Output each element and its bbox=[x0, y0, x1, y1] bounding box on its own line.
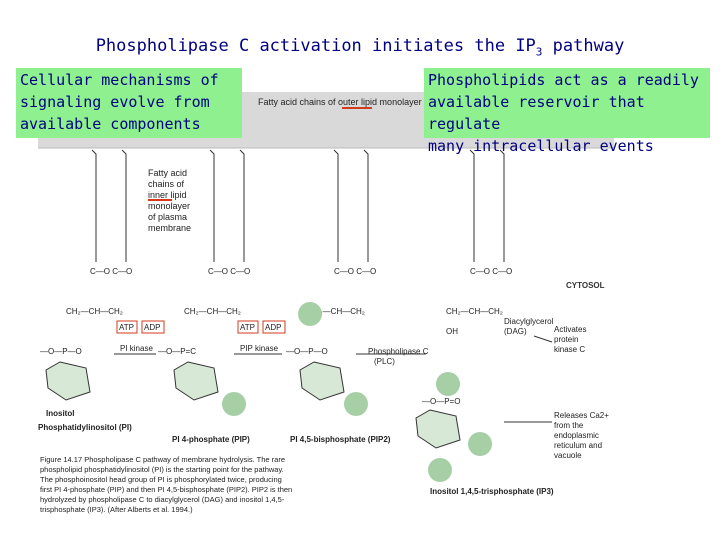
ip3-effect-label: reticulum and bbox=[554, 441, 602, 450]
atp-label: ATP bbox=[240, 323, 255, 332]
atp-label: ATP bbox=[119, 323, 134, 332]
callout-line: many intracellular events bbox=[428, 137, 654, 155]
caption-line: Figure 14.17 Phospholipase C pathway of … bbox=[40, 455, 285, 464]
backbone-text: C—O C—O bbox=[334, 267, 376, 276]
ip3-effect-label: vacuole bbox=[554, 451, 582, 460]
callout-line: available reservoir that regulate bbox=[428, 93, 645, 133]
inner-monolayer-label: Fatty acid chains of inner lipid monolay… bbox=[148, 168, 191, 233]
atp-box bbox=[237, 320, 259, 334]
inner-label-line: inner lipid bbox=[148, 190, 187, 200]
caption-line: The phosphoinositol head group of PI is … bbox=[40, 475, 282, 484]
inositol-ring bbox=[299, 361, 345, 401]
dag-effect-arrow bbox=[533, 335, 553, 343]
pip-kinase-label: PIP kinase bbox=[240, 344, 279, 353]
backbone-text: CH₂—CH—CH₂ bbox=[446, 307, 503, 316]
dag-effect-label: Activates bbox=[554, 325, 586, 334]
callout-line: Phospholipids act as a readily bbox=[428, 71, 699, 89]
phosphate-circle bbox=[222, 392, 246, 416]
plc-label: Phospholipase C bbox=[368, 347, 429, 356]
ip3-effect-label: endoplasmic bbox=[554, 431, 599, 440]
slide-title: Phospholipase C activation initiates the… bbox=[0, 36, 720, 58]
phosphate-circle bbox=[298, 302, 322, 326]
caption-line: hydrolyzed by phospholipase C to diacylg… bbox=[40, 495, 285, 504]
plc-label: (PLC) bbox=[374, 357, 395, 366]
caption-line: first PI 4-phosphate (PIP) and then PI 4… bbox=[40, 485, 292, 494]
phosphate-circle bbox=[436, 372, 460, 396]
phosphate-text: —O—P=C bbox=[158, 347, 196, 356]
backbone-text: CH₂—CH—CH₂ bbox=[308, 307, 365, 316]
dag-label: (DAG) bbox=[504, 327, 527, 336]
dag-effect-label: kinase C bbox=[554, 345, 585, 354]
glycerol-backbones: C—O C—O CH₂—CH—CH₂ C—O C—O CH₂—CH—CH₂ C—… bbox=[66, 267, 512, 336]
pathway-figure: Fatty acid chains of outer lipid monolay… bbox=[38, 92, 614, 524]
inositol-rings bbox=[45, 361, 461, 449]
phosphate-text: —O—P=O bbox=[422, 397, 460, 406]
phosphate-circle bbox=[344, 392, 368, 416]
backbone-text: C—O C—O bbox=[470, 267, 512, 276]
adp-label: ADP bbox=[265, 323, 281, 332]
slide-title-tail: pathway bbox=[542, 36, 625, 56]
callout-line: Cellular mechanisms of bbox=[20, 71, 219, 89]
ip3-name: Inositol 1,4,5-trisphosphate (IP3) bbox=[430, 487, 554, 496]
pathway-diagram: Fatty acid chains of outer lipid monolay… bbox=[38, 92, 614, 514]
fatty-acid-chain bbox=[499, 149, 505, 262]
backbone-text: CH₂—CH—CH₂ bbox=[184, 307, 241, 316]
phosphate-circles bbox=[222, 302, 492, 482]
fatty-acid-chain bbox=[239, 149, 245, 262]
inner-label-line: monolayer bbox=[148, 201, 190, 211]
adp-box bbox=[141, 320, 165, 334]
inositol-name: Inositol bbox=[46, 409, 74, 418]
inositol-ring bbox=[415, 409, 461, 449]
dag-label: Diacylglycerol bbox=[504, 317, 554, 326]
slide-title-subscript: 3 bbox=[535, 45, 543, 59]
inner-label-line: membrane bbox=[148, 223, 191, 233]
phosphate-circle bbox=[428, 458, 452, 482]
ip3-effect-label: from the bbox=[554, 421, 584, 430]
backbone-text: C—O C—O bbox=[90, 267, 132, 276]
pip2-name: PI 4,5-bisphosphate (PIP2) bbox=[290, 435, 391, 444]
atp-box bbox=[116, 320, 138, 334]
fatty-acid-chain bbox=[209, 149, 215, 262]
outer-monolayer-label: Fatty acid chains of outer lipid monolay… bbox=[258, 97, 509, 107]
inner-label-line: Fatty acid bbox=[148, 168, 187, 178]
fatty-acid-chain bbox=[91, 149, 97, 262]
phosphate-groups: —O—P—O —O—P=C —O—P—O —O—P=O bbox=[40, 347, 460, 406]
caption-line: phospholipid phosphatidylinositol (PI) i… bbox=[40, 465, 284, 474]
callout-line: signaling evolve from bbox=[20, 93, 210, 111]
callout-right: Phospholipids act as a readily available… bbox=[424, 68, 710, 155]
adp-box bbox=[262, 320, 286, 334]
adp-label: ADP bbox=[144, 323, 160, 332]
backbone-text: CH₂—CH—CH₂ bbox=[66, 307, 123, 316]
inner-label-line: chains of bbox=[148, 179, 185, 189]
compound-names: Inositol Phosphatidylinositol (PI) PI 4-… bbox=[38, 409, 554, 496]
pi-kinase-label: PI kinase bbox=[120, 344, 153, 353]
fatty-acid-chain bbox=[363, 149, 369, 262]
phosphate-text: —O—P—O bbox=[40, 347, 82, 356]
callout-line: available components bbox=[20, 115, 201, 133]
fatty-acid-chain bbox=[121, 149, 127, 262]
phosphate-circle bbox=[468, 432, 492, 456]
phosphate-text: —O—P—O bbox=[286, 347, 328, 356]
backbone-text: C—O C—O bbox=[208, 267, 250, 276]
ip3-effect-label: Releases Ca2+ bbox=[554, 411, 609, 420]
fatty-acid-chain bbox=[469, 149, 475, 262]
inner-label-line: of plasma bbox=[148, 212, 187, 222]
figure-caption: Figure 14.17 Phospholipase C pathway of … bbox=[40, 455, 292, 514]
pip-name: PI 4-phosphate (PIP) bbox=[172, 435, 250, 444]
inositol-ring bbox=[45, 361, 91, 401]
fatty-acid-chain bbox=[333, 149, 339, 262]
cytosol-label: CYTOSOL bbox=[566, 281, 605, 290]
callout-left: Cellular mechanisms of signaling evolve … bbox=[16, 68, 242, 138]
pi-name: Phosphatidylinositol (PI) bbox=[38, 423, 132, 432]
slide-title-text: Phospholipase C activation initiates the… bbox=[95, 36, 536, 56]
caption-line: trisphosphate (IP3). (After Alberts et a… bbox=[40, 505, 193, 514]
dag-effect-label: protein bbox=[554, 335, 578, 344]
inositol-ring bbox=[173, 361, 219, 401]
backbone-text: OH bbox=[446, 327, 458, 336]
fatty-acid-tails bbox=[91, 149, 505, 262]
